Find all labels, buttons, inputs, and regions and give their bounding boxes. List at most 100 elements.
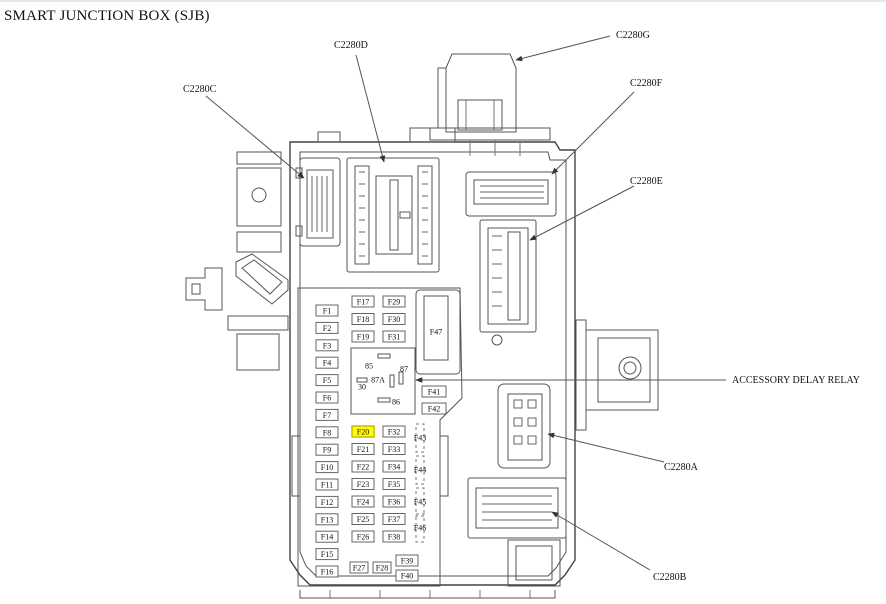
- fuse-f30-body: [382, 313, 406, 325]
- fuse-f38: F38: [382, 530, 406, 543]
- fuse-f33-body: [382, 443, 406, 455]
- fuse-f1-label: F1: [323, 307, 331, 316]
- fuse-f14-body: [315, 530, 339, 543]
- fuse-f16-label: F16: [321, 568, 333, 577]
- fuse-f13: F13: [315, 513, 339, 526]
- fuse-f24: F24: [351, 495, 375, 508]
- fuse-f10-label: F10: [321, 463, 333, 472]
- fuse-f10: F10: [315, 461, 339, 474]
- fuse-f12-body: [315, 495, 339, 508]
- fuse-f43-label: F43: [414, 434, 426, 443]
- relay-pin-86: 86: [392, 398, 400, 407]
- fuse-f7: F7: [315, 408, 339, 421]
- fuse-f47-label: F47: [430, 328, 442, 337]
- fuse-f14-label: F14: [321, 533, 333, 542]
- top-divider: [0, 0, 886, 2]
- fuse-f19-body: [351, 330, 375, 343]
- fuse-f24-label: F24: [357, 498, 369, 507]
- leader-c2280a: [547, 432, 665, 463]
- fuse-f34-body: [382, 460, 406, 473]
- fuse-f6-body: [315, 391, 339, 404]
- leader-c2280d: [355, 54, 386, 163]
- fuse-f44: F44: [414, 455, 426, 485]
- fuse-f6: F6: [315, 391, 339, 404]
- connector-c2280d: [346, 157, 440, 273]
- fuse-f29-label: F29: [388, 298, 400, 307]
- fuse-f41-label: F41: [428, 388, 440, 397]
- fuse-f35: F35: [382, 478, 406, 490]
- fuse-f45: F45: [414, 487, 426, 517]
- connector-c2280b: [467, 477, 567, 587]
- fuse-f33: F33: [382, 443, 406, 455]
- fuse-f18-label: F18: [357, 315, 369, 324]
- fuse-f2-body: [315, 321, 339, 334]
- fuse-f20-label: F20: [357, 428, 369, 437]
- fuse-f5: F5: [315, 374, 339, 387]
- fuse-f19-label: F19: [357, 333, 369, 342]
- fuse-f15-body: [315, 548, 339, 561]
- fuse-f26-label: F26: [357, 533, 369, 542]
- leader-c2280c: [205, 95, 305, 179]
- fuse-f12: F12: [315, 495, 339, 508]
- fuse-f9: F9: [315, 443, 339, 456]
- fuse-f36: F36: [382, 495, 406, 508]
- fuse-panel: [291, 287, 463, 587]
- fuse-f18-body: [351, 313, 375, 325]
- fuse-f3: F3: [315, 339, 339, 352]
- leader-c2280g: [515, 35, 611, 62]
- fuse-f8-label: F8: [323, 428, 331, 437]
- fuse-f46-label: F46: [414, 524, 426, 533]
- fuse-f23-body: [351, 478, 375, 490]
- fuse-f37-label: F37: [388, 515, 400, 524]
- fuse-f16: F16: [315, 565, 339, 578]
- fuse-f4-body: [315, 356, 339, 369]
- fuse-f41: F41: [421, 385, 447, 398]
- fuse-f3-label: F3: [323, 341, 331, 350]
- fuse-f17-label: F17: [357, 298, 369, 307]
- label-c2280g: C2280G: [616, 30, 650, 41]
- fuse-f26-body: [351, 530, 375, 543]
- connector-c2280f: [465, 171, 557, 217]
- fuse-f33-label: F33: [388, 445, 400, 454]
- fuse-f32: F32: [382, 425, 406, 438]
- fuse-f38-label: F38: [388, 533, 400, 542]
- fuse-f34: F34: [382, 460, 406, 473]
- label-c2280d: C2280D: [334, 40, 368, 51]
- accessory-delay-relay-block: 85 87 87A 30 86: [350, 347, 416, 415]
- fuse-f37-body: [382, 513, 406, 525]
- fuse-f22-label: F22: [357, 463, 369, 472]
- fuse-f37: F37: [382, 513, 406, 525]
- fuse-f11: F11: [315, 478, 339, 491]
- fuse-f23: F23: [351, 478, 375, 490]
- label-c2280c: C2280C: [183, 84, 217, 95]
- fuse-f21: F21: [351, 443, 375, 455]
- left-mounting-bracket: [185, 151, 289, 371]
- fuse-f30: F30: [382, 313, 406, 325]
- fuse-f16-body: [315, 565, 339, 578]
- fuse-layer: F1F2F3F4F5F6F7F8F9F10F11F12F13F14F15F16F…: [315, 295, 447, 582]
- fuse-f36-label: F36: [388, 498, 400, 507]
- fuse-f23-label: F23: [357, 480, 369, 489]
- fuse-f42: F42: [421, 402, 447, 415]
- right-mounting-bracket: [575, 319, 659, 431]
- fuse-f26: F26: [351, 530, 375, 543]
- fuse-f21-label: F21: [357, 445, 369, 454]
- connector-c2280a: [497, 383, 551, 469]
- connector-c2280g: [429, 53, 551, 156]
- fuse-f27-label: F27: [353, 564, 365, 573]
- fuse-f1-body: [315, 304, 339, 317]
- fuse-f28: F28: [372, 561, 392, 574]
- fuse-f10-body: [315, 461, 339, 474]
- connector-c2280e: [479, 219, 537, 346]
- fuse-f29: F29: [382, 295, 406, 308]
- fuse-f31-body: [382, 330, 406, 343]
- label-accessory-delay-relay: ACCESSORY DELAY RELAY: [732, 375, 860, 386]
- fuse-f44-label: F44: [414, 466, 426, 475]
- relay-pin-87: 87: [400, 365, 408, 374]
- fuse-f18: F18: [351, 313, 375, 325]
- fuse-f19: F19: [351, 330, 375, 343]
- fuse-f7-body: [315, 408, 339, 421]
- fuse-f31-label: F31: [388, 333, 400, 342]
